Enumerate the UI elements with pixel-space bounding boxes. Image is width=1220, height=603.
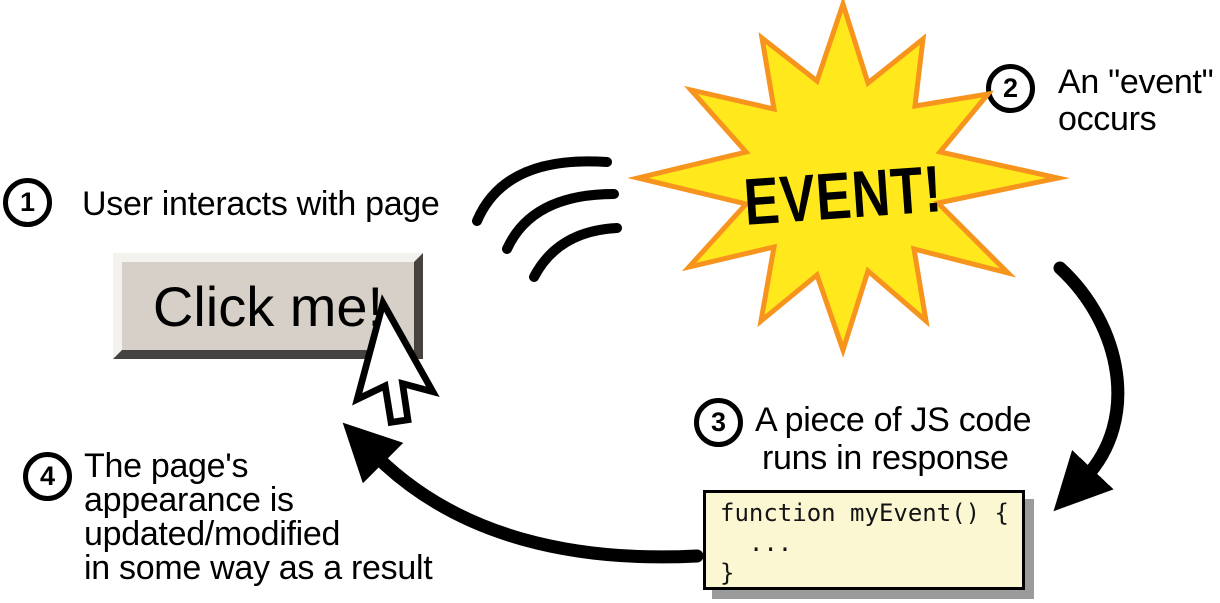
code-line: ... xyxy=(720,529,793,557)
label-line: An "event" xyxy=(1058,63,1214,101)
step-2-badge: 2 xyxy=(986,64,1035,113)
label-line: appearance is xyxy=(84,481,294,519)
arrow-event-to-code xyxy=(1053,261,1125,512)
code-line: } xyxy=(720,559,735,587)
step-2-number: 2 xyxy=(1002,73,1019,103)
signal-waves-icon xyxy=(472,156,622,282)
event-burst-text: EVENT! xyxy=(741,151,945,239)
step-3-label: A piece of JS code runs in response xyxy=(755,401,1032,477)
step-1-badge: 1 xyxy=(3,178,52,227)
label-line: The page's xyxy=(84,447,249,485)
click-me-button[interactable]: Click me! xyxy=(113,253,423,359)
step-2-label: An "event" occurs xyxy=(1058,63,1214,138)
label-line: occurs xyxy=(1058,100,1157,138)
step-1-label: User interacts with page xyxy=(82,186,440,222)
step-3-number: 3 xyxy=(710,407,727,437)
code-line: function myEvent() { xyxy=(720,499,1009,527)
label-line: updated/modified xyxy=(84,515,341,553)
step-4-badge: 4 xyxy=(23,452,72,501)
code-snippet-box: function myEvent() { ... } xyxy=(703,490,1025,590)
label-line: User interacts with page xyxy=(82,185,440,223)
label-line: A piece of JS code xyxy=(755,401,1032,439)
step-1-number: 1 xyxy=(19,187,36,217)
step-3-badge: 3 xyxy=(694,398,743,447)
step-4-label: The page's appearance is updated/modifie… xyxy=(84,447,433,587)
label-line: runs in response xyxy=(762,439,1009,477)
step-4-number: 4 xyxy=(39,461,56,491)
label-line: in some way as a result xyxy=(84,549,433,587)
click-me-button-label: Click me! xyxy=(152,274,384,338)
